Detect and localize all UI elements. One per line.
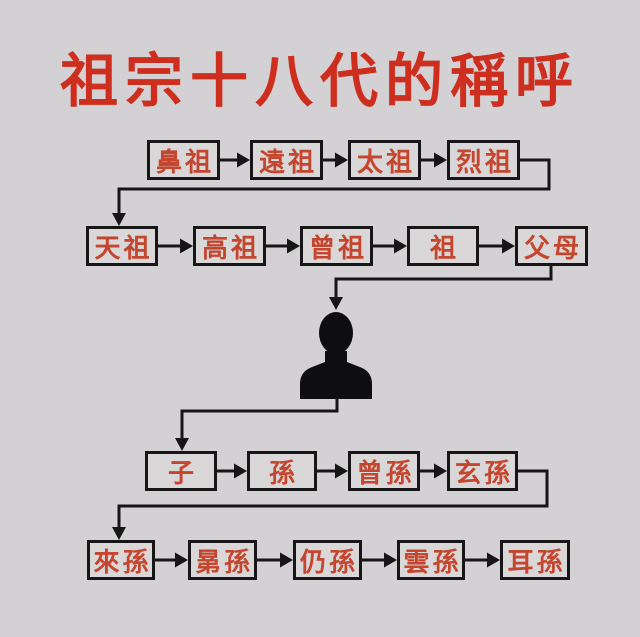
box-xuansun: 玄孫 <box>447 451 518 491</box>
arrow-kunsun-rengsun <box>257 552 293 568</box>
connector-fumu-self <box>329 266 553 310</box>
connector-self-zi <box>175 398 339 451</box>
arrow-zengsun-xuansun <box>420 463 447 479</box>
arrow-taizu-liezu <box>421 152 447 168</box>
box-kunsun: 晜孫 <box>188 540 257 580</box>
arrow-sun-zengsun <box>317 463 348 479</box>
arrow-zi-sun <box>217 463 247 479</box>
box-gaozu: 高祖 <box>193 226 266 266</box>
arrow-bizu-yuanzu <box>220 152 250 168</box>
box-laisun: 來孫 <box>87 540 155 580</box>
box-zengzu: 曾祖 <box>300 226 373 266</box>
page-title: 祖宗十八代的稱呼 <box>59 47 580 115</box>
box-zengsun: 曾孫 <box>348 451 420 491</box>
box-zu: 祖 <box>407 226 479 266</box>
person-silhouette-icon <box>300 312 372 399</box>
box-taizu: 太祖 <box>348 140 421 180</box>
box-yuanzu: 遠祖 <box>250 140 323 180</box>
box-sun: 孫 <box>247 451 317 491</box>
box-yunsun: 雲孫 <box>397 540 465 580</box>
arrow-zu-fumu <box>479 238 515 254</box>
arrow-rengsun-yunsun <box>362 552 397 568</box>
arrow-laisun-kunsun <box>155 552 188 568</box>
arrow-yunsun-ersun <box>465 552 500 568</box>
arrow-zengzu-zu <box>373 238 407 254</box>
box-rengsun: 仍孫 <box>293 540 362 580</box>
box-liezu: 烈祖 <box>447 140 520 180</box>
box-zi: 子 <box>145 451 217 491</box>
box-ersun: 耳孫 <box>500 540 570 580</box>
box-fumu: 父母 <box>515 226 588 266</box>
box-bizu: 鼻祖 <box>147 140 220 180</box>
arrow-tianzu-gaozu <box>158 238 193 254</box>
box-tianzu: 天祖 <box>86 226 158 266</box>
arrow-yuanzu-taizu <box>323 152 348 168</box>
arrow-gaozu-zengzu <box>266 238 300 254</box>
